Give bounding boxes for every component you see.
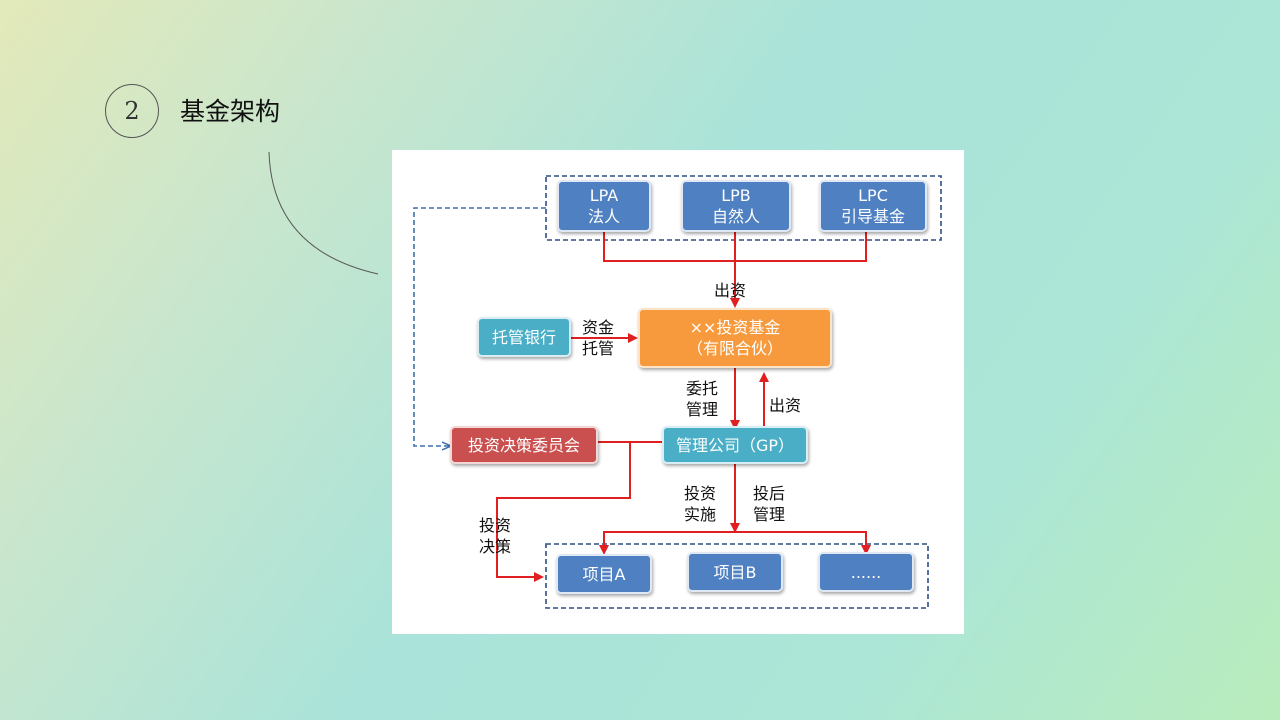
project-b-node: 项目B xyxy=(687,552,783,592)
fund-name: ××投资基金 xyxy=(689,318,781,337)
project-a-node: 项目A xyxy=(556,554,652,594)
invest-impl-label-1: 投资 xyxy=(684,484,717,503)
contribute-label: 出资 xyxy=(714,281,747,300)
lp-to-committee-dashed xyxy=(413,207,546,446)
lp-c-node: LPC 引导基金 xyxy=(819,180,927,232)
fund-node: ××投资基金 （有限合伙） xyxy=(638,308,832,368)
projects-bracket xyxy=(603,531,867,552)
entrust-label-2: 管理 xyxy=(686,400,719,419)
section-title: 基金架构 xyxy=(180,97,281,126)
gp-node: 管理公司（GP） xyxy=(662,426,808,464)
lp-b-type: 自然人 xyxy=(711,207,760,226)
lp-b-node: LPB 自然人 xyxy=(681,180,791,232)
decision-path-arrow xyxy=(496,442,631,582)
gp-contribute-label: 出资 xyxy=(769,396,802,415)
lp-a-type: 法人 xyxy=(587,207,620,226)
post-invest-label-2: 管理 xyxy=(753,505,786,524)
diagram-connectors xyxy=(413,175,942,609)
custodian-bank-node: 托管银行 xyxy=(477,317,571,357)
lp-c-code: LPC xyxy=(858,186,888,205)
lp-a-code: LPA xyxy=(589,186,619,205)
decision-label-1: 投资 xyxy=(479,516,512,535)
decorative-arc xyxy=(268,151,379,275)
lp-a-node: LPA 法人 xyxy=(557,180,651,232)
section-number: 2 xyxy=(124,97,140,125)
lp-b-code: LPB xyxy=(721,186,751,205)
investment-committee-node: 投资决策委员会 xyxy=(450,426,598,464)
entrust-label-1: 委托 xyxy=(686,379,719,398)
invest-impl-label-2: 实施 xyxy=(684,505,717,524)
fund-structure-diagram: LPA 法人 LPB 自然人 LPC 引导基金 出资 ××投资基金 （有限合伙）… xyxy=(392,150,964,634)
post-invest-label-1: 投后 xyxy=(753,484,786,503)
section-number-badge: 2 xyxy=(105,84,159,138)
lp-group-frame xyxy=(545,175,942,241)
custody-label-1: 资金 xyxy=(582,318,615,337)
decision-label-2: 决策 xyxy=(479,537,512,556)
project-group-frame xyxy=(545,543,929,609)
custody-label-2: 托管 xyxy=(582,339,615,358)
project-more-node: ...... xyxy=(818,552,914,592)
lp-c-type: 引导基金 xyxy=(840,207,905,226)
fund-form: （有限合伙） xyxy=(686,339,783,358)
